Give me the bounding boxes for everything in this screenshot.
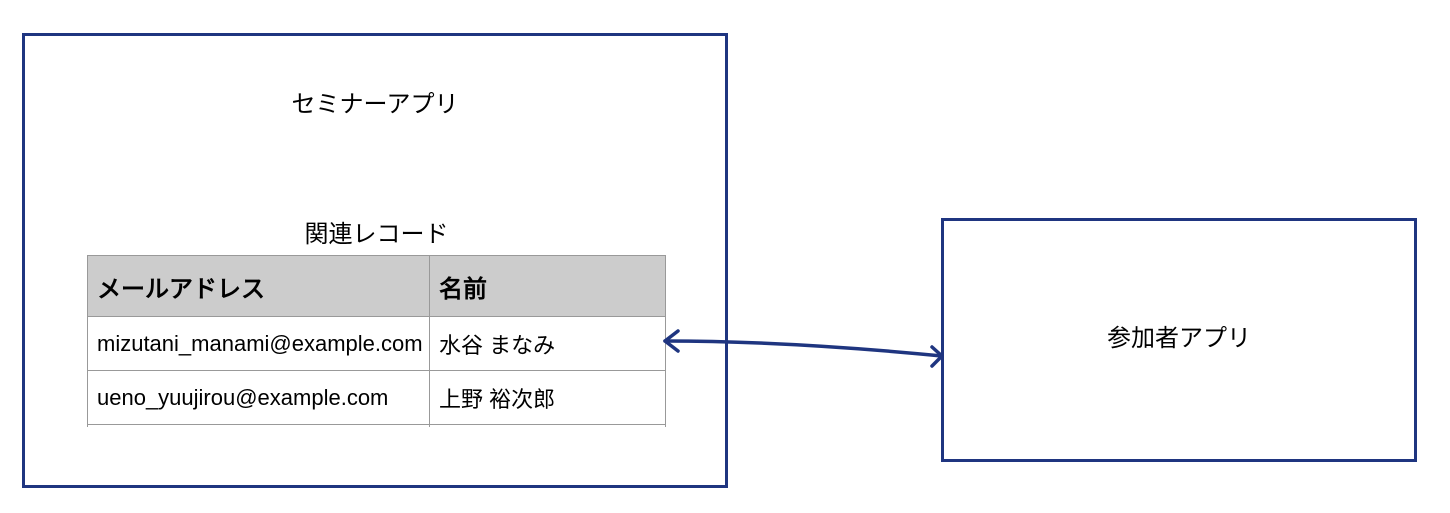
- seminar-app-title: セミナーアプリ: [291, 91, 459, 118]
- participant-app-box: 参加者アプリ: [941, 218, 1417, 462]
- table-row-empty: [87, 424, 666, 427]
- email-cell: ueno_yuujirou@example.com: [87, 370, 430, 425]
- empty-cell: [87, 424, 430, 427]
- seminar-app-box: セミナーアプリ 関連レコード メールアドレス 名前 mizutani_manam…: [22, 33, 728, 488]
- email-cell: mizutani_manami@example.com: [87, 316, 430, 371]
- table-row: ueno_yuujirou@example.com 上野 裕次郎: [87, 370, 666, 425]
- empty-cell: [429, 424, 666, 427]
- related-records-table: メールアドレス 名前 mizutani_manami@example.com 水…: [87, 255, 666, 427]
- column-header-name: 名前: [429, 255, 666, 317]
- table-row: mizutani_manami@example.com 水谷 まなみ: [87, 316, 666, 371]
- table-header-row: メールアドレス 名前: [87, 255, 666, 317]
- participant-app-title: 参加者アプリ: [1107, 325, 1251, 352]
- column-header-email: メールアドレス: [87, 255, 430, 317]
- name-cell: 水谷 まなみ: [429, 316, 666, 371]
- related-records-caption: 関連レコード: [304, 221, 449, 248]
- name-cell: 上野 裕次郎: [429, 370, 666, 425]
